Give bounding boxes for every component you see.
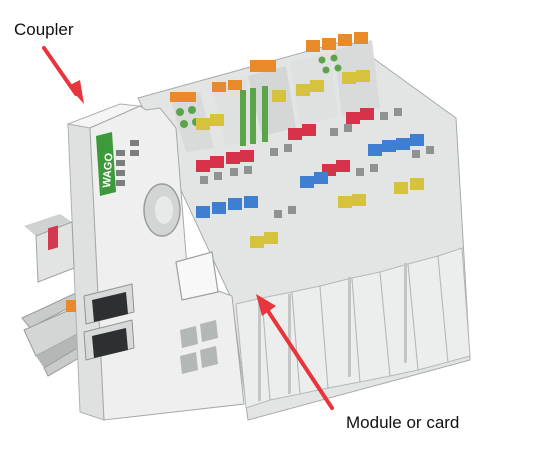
- coupler-arrow: [42, 46, 84, 104]
- terminal-blocks: [170, 32, 434, 248]
- ethernet-ports: [66, 283, 135, 361]
- dip-switch: [24, 214, 75, 283]
- wago-logo: WAGO: [96, 132, 116, 196]
- coupler-label: Coupler: [14, 20, 74, 39]
- svg-text:WAGO: WAGO: [101, 152, 115, 188]
- module-arrow: [256, 294, 334, 410]
- module-label: Module or card: [346, 413, 460, 432]
